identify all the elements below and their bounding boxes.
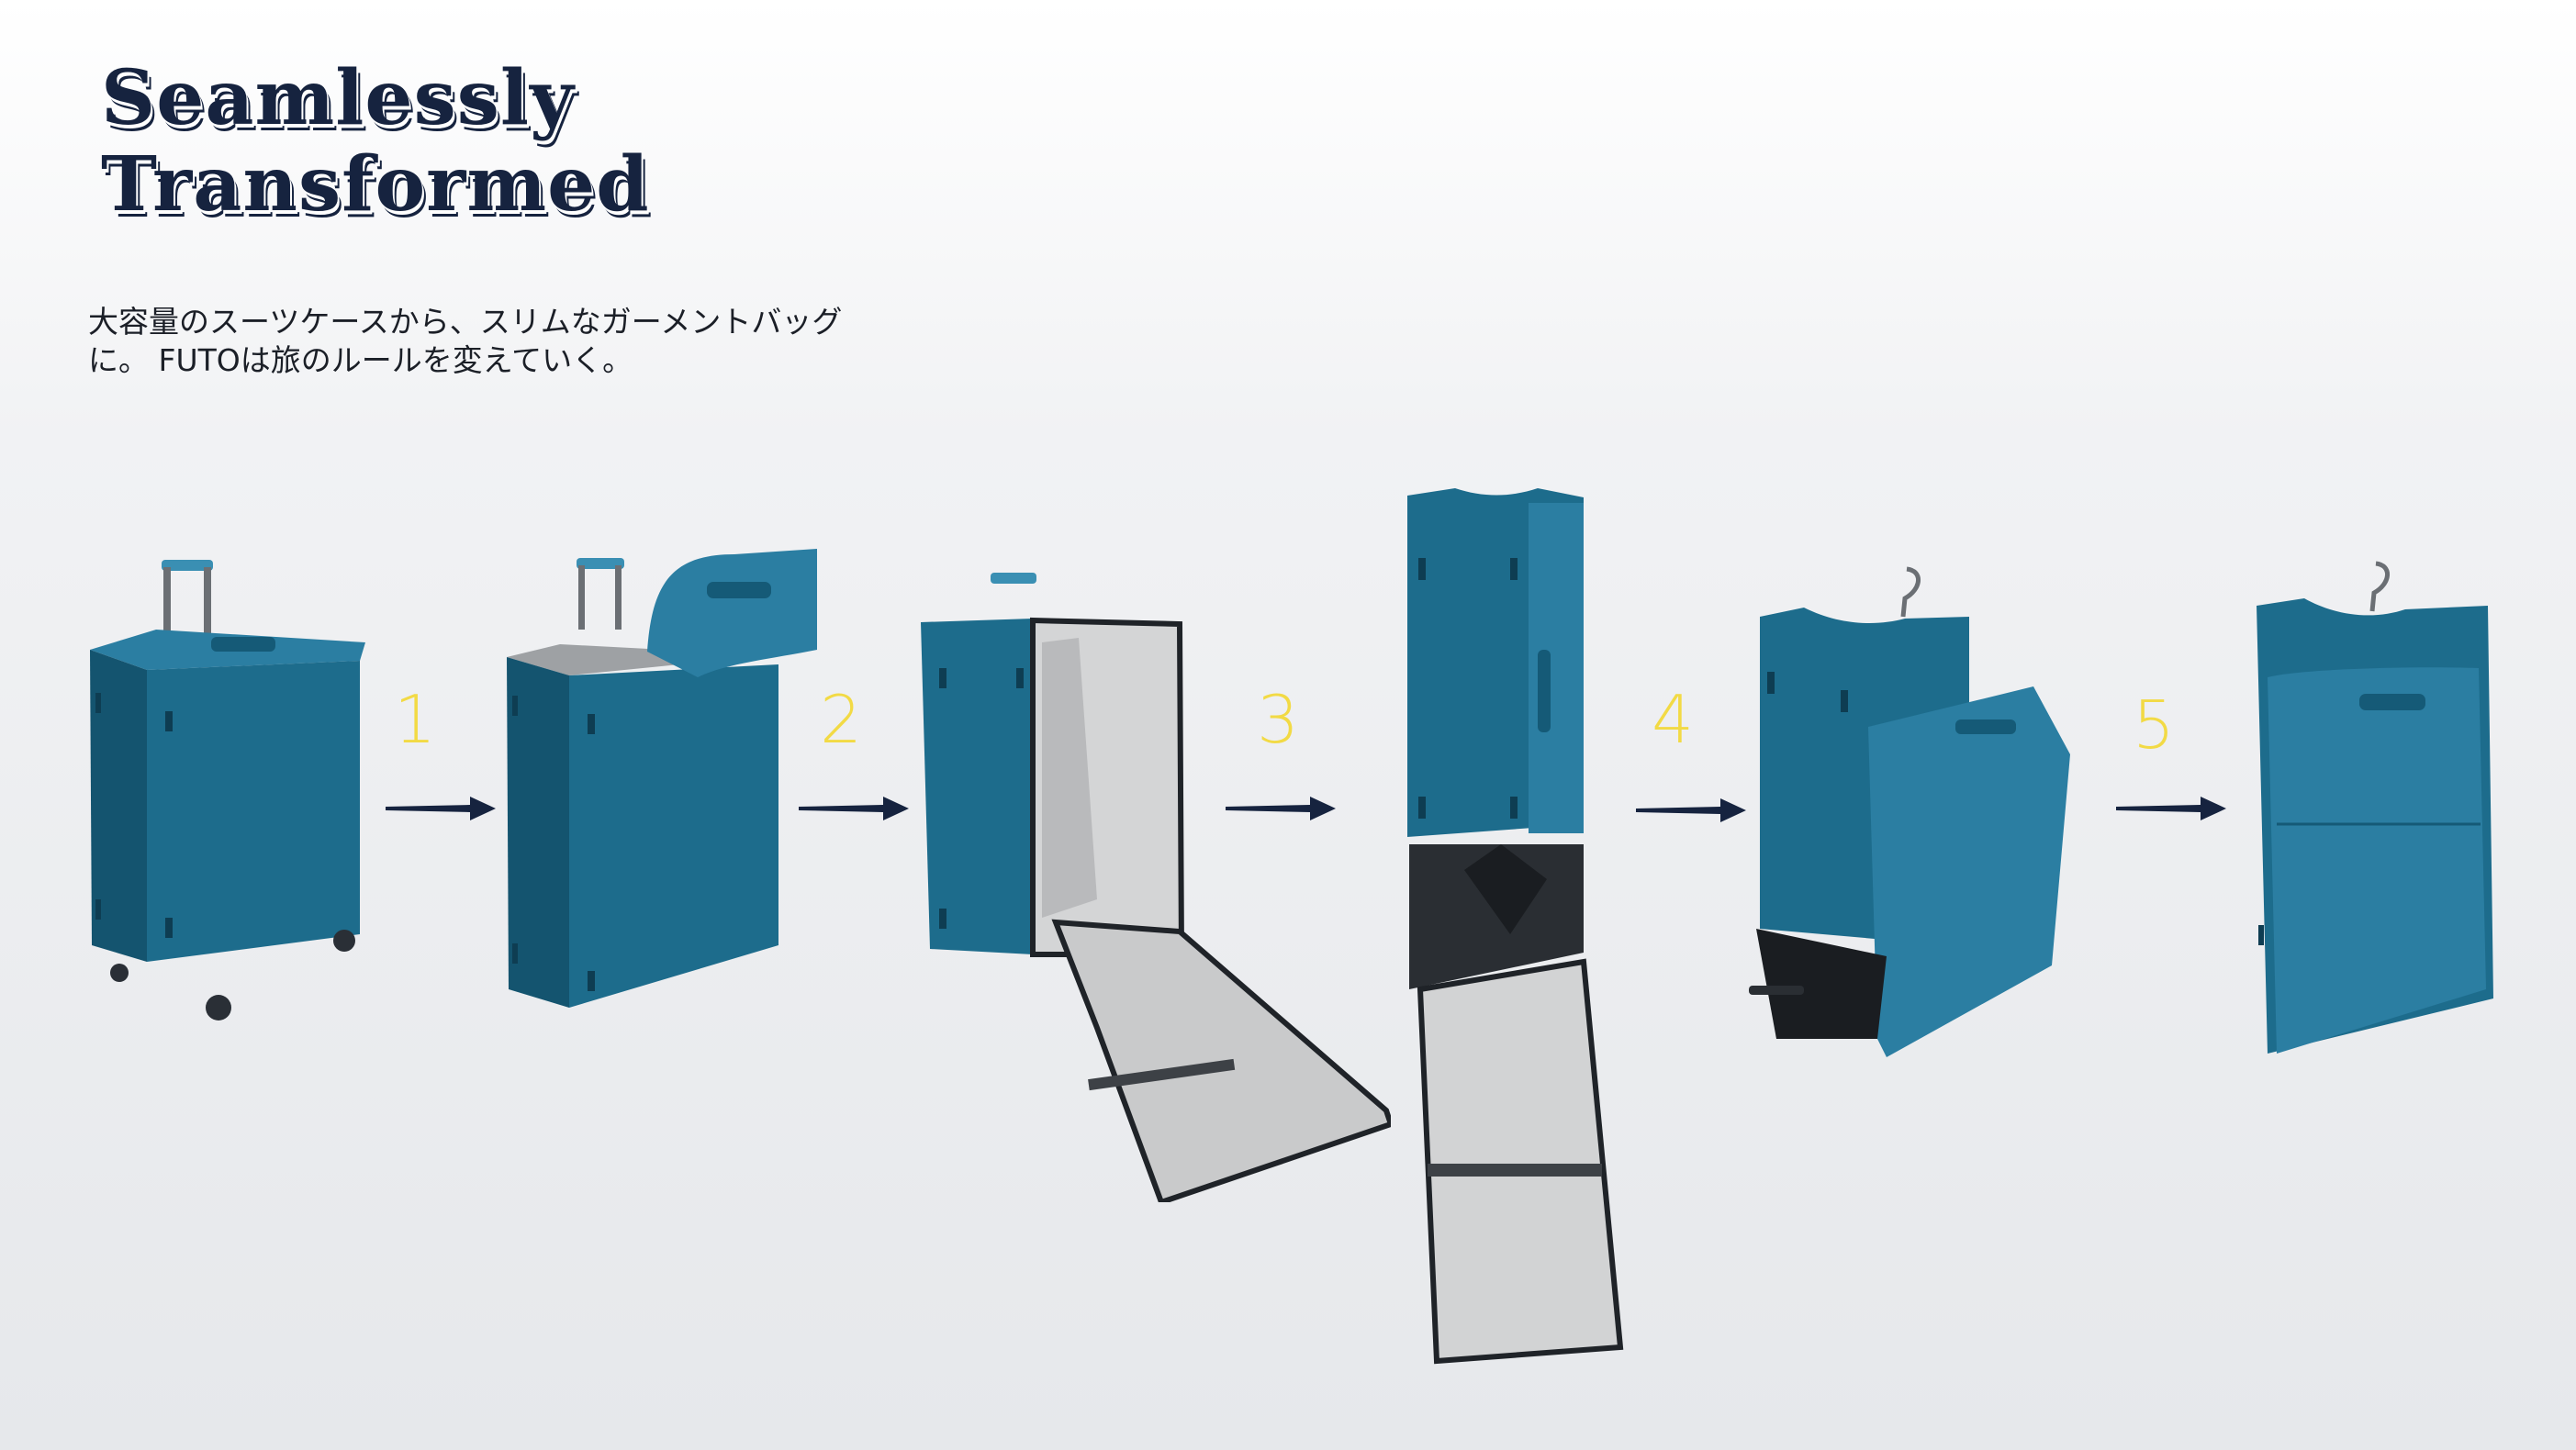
garment-bag-unfolded-illustration	[1407, 488, 1624, 1365]
garment-bag-closed-illustration	[2257, 561, 2493, 1054]
arrow-right-icon	[1636, 798, 1746, 822]
arrow-right-icon	[2116, 797, 2226, 820]
arrow-right-icon	[1226, 797, 1336, 820]
step-number-3: 3	[1257, 681, 1299, 758]
step-number-5: 5	[2133, 686, 2175, 764]
description: 大容量のスーツケースから、スリムなガーメントバッグ に。 FUTOは旅のルールを…	[88, 303, 951, 380]
garment-bag-hanging-illustration	[1749, 566, 2070, 1057]
arrow-right-icon	[386, 797, 496, 820]
suitcase-unfolded-illustration	[921, 573, 1391, 1202]
description-line-2: に。 FUTOは旅のルールを変えていく。	[88, 342, 633, 378]
title-line-2: Transformed	[101, 140, 650, 229]
description-line-1: 大容量のスーツケースから、スリムなガーメントバッグ	[88, 304, 843, 340]
suitcase-closed-illustration	[90, 560, 365, 1021]
step-number-4: 4	[1652, 681, 1694, 758]
suitcase-lid-open-illustration	[507, 549, 817, 1008]
step-number-2: 2	[820, 681, 862, 758]
title-line-1: Seamlessly	[101, 54, 575, 142]
page-title: Seamlessly Transformed	[101, 55, 650, 228]
arrow-right-icon	[799, 797, 909, 820]
step-number-1: 1	[394, 681, 436, 758]
